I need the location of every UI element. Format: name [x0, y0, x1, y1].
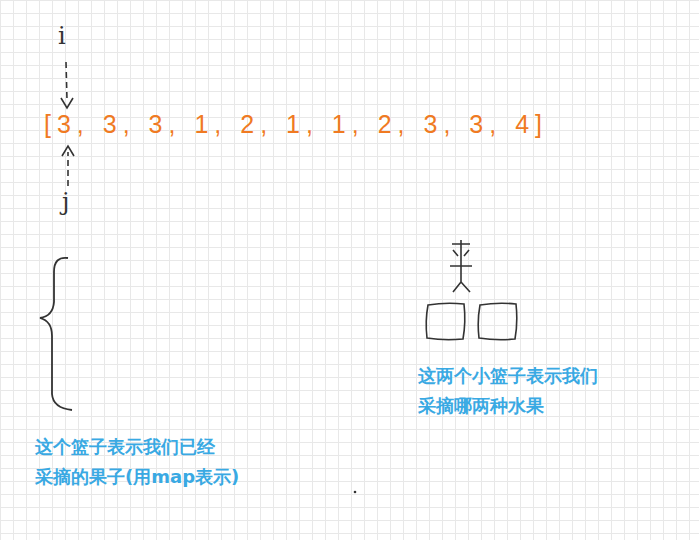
- pointer-label: j: [62, 188, 69, 216]
- arrowhead: [62, 146, 74, 156]
- curly-brace: [40, 258, 72, 410]
- caption: 这两个小篮子表示我们 采摘哪两种水果: [418, 361, 668, 421]
- dot: [354, 491, 357, 494]
- pointer-line: [66, 62, 67, 100]
- caption: 这个篮子表示我们已经 采摘的果子(用map表示): [35, 432, 285, 492]
- pointer-line: [67, 152, 69, 186]
- small-basket: [478, 303, 517, 340]
- stick-figure: [450, 240, 472, 292]
- small-basket: [426, 303, 465, 340]
- arrowhead: [61, 98, 73, 108]
- array-values: [3, 3, 3, 1, 2, 1, 1, 2, 3, 3, 4]: [44, 110, 548, 139]
- pointer-label: i: [58, 22, 66, 50]
